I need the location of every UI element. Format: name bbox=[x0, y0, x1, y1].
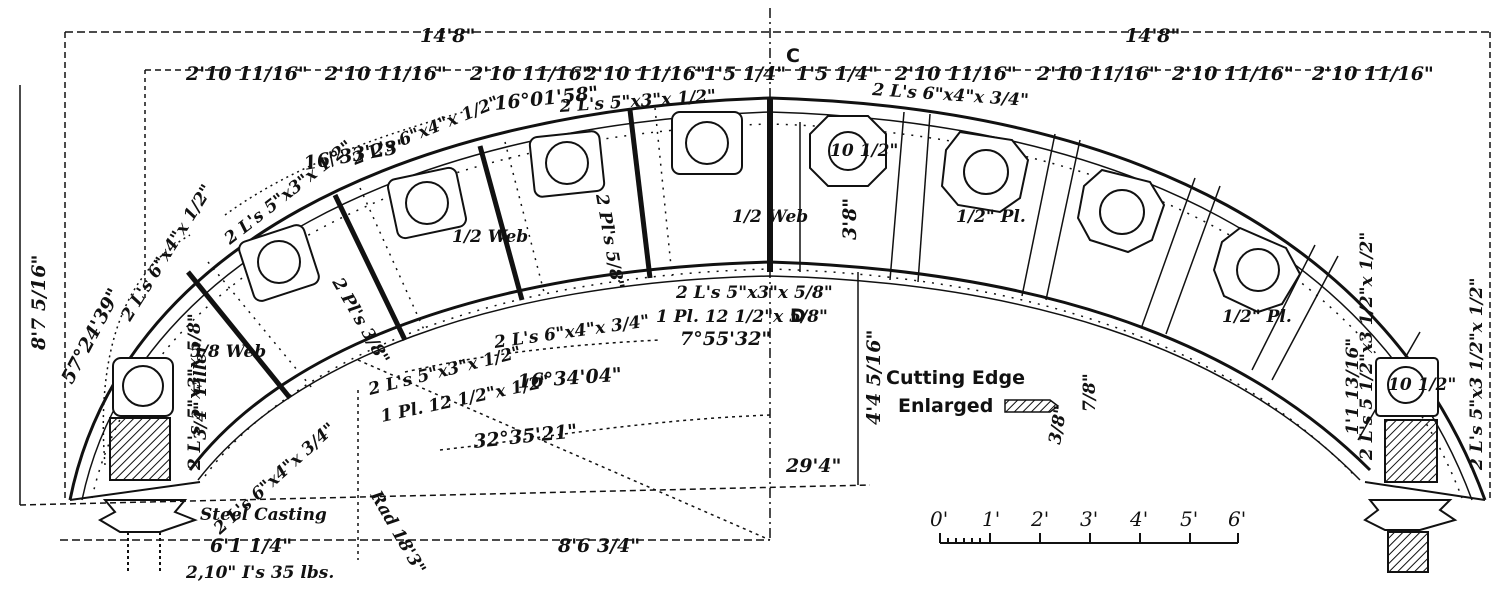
steel-casting-label: Steel Casting bbox=[200, 505, 327, 525]
dim-panel-e: 1'5 1/4" bbox=[704, 63, 786, 85]
stiffeners bbox=[186, 98, 1421, 441]
cutting-edge-detail bbox=[1004, 399, 1060, 413]
angle-32-35: 32°35'21" bbox=[472, 420, 578, 453]
scale-tick-1: 1' bbox=[982, 507, 1000, 531]
scale-tick-5: 5' bbox=[1180, 507, 1198, 531]
dim-depth: 3'8" bbox=[839, 198, 861, 240]
dim-panel-b: 2'10 11/16" bbox=[324, 63, 447, 85]
cut-dim-a: 7/8" bbox=[1080, 373, 1100, 412]
bearings bbox=[97, 417, 1458, 573]
member-14: 2 L's 5 1/2"x3 1/2"x 1/2" bbox=[1357, 232, 1377, 461]
dim-panel-j: 2'10 11/16" bbox=[1311, 63, 1434, 85]
plate-label-a: 1/2" Pl. bbox=[956, 207, 1026, 227]
plate-label-b: 1/2" Pl. bbox=[1222, 307, 1292, 327]
member-12: 2 L's 5"x3"x 5/8" bbox=[185, 313, 205, 471]
beams-label: 2,10" I's 35 lbs. bbox=[185, 563, 334, 583]
filler-label: 3/4" Filler bbox=[191, 343, 211, 440]
member-10: 1 Pl. 12 1/2"x 5/8" bbox=[656, 307, 828, 327]
scale-tick-2: 2' bbox=[1030, 507, 1049, 531]
octagon-plates-right bbox=[809, 115, 1439, 417]
dimension-lines bbox=[19, 8, 1491, 560]
dim-half-span-left: 14'8" bbox=[420, 25, 475, 47]
web-label-a: 1/2 Web bbox=[452, 227, 528, 247]
point-d: D bbox=[790, 305, 806, 327]
splice-plates-left bbox=[112, 111, 743, 417]
circle-label-b: 10 1/2" bbox=[1388, 375, 1456, 395]
dim-base-right: 8'6 3/4" bbox=[557, 535, 640, 557]
radius-label: Rad 18'3" bbox=[365, 487, 429, 578]
scale-labels: 0' 1' 2' 3' 4' 5' 6' bbox=[930, 507, 1246, 531]
member-9: 2 L's 5"x3"x 5/8" bbox=[675, 283, 833, 303]
web-label-b: 1/2 Web bbox=[732, 207, 808, 227]
small-dim-label: 1'1 13/16" bbox=[1343, 338, 1363, 435]
dim-half-span-right: 14'8" bbox=[1125, 25, 1180, 47]
dim-panel-c: 2'10 11/16" bbox=[469, 63, 592, 85]
scale-tick-4: 4' bbox=[1129, 507, 1148, 531]
cutting-edge-line2: Enlarged bbox=[898, 395, 993, 417]
dim-rise: 4'4 5/16" bbox=[863, 330, 885, 425]
angle-7-55: 7°55'32" bbox=[680, 328, 771, 350]
point-c: C bbox=[786, 45, 800, 67]
scale-bar bbox=[939, 533, 1239, 544]
dim-panel-i: 2'10 11/16" bbox=[1171, 63, 1294, 85]
dim-base-left: 6'1 1/4" bbox=[210, 535, 292, 557]
member-13: 2 L's 5"x3 1/2"x 1/2" bbox=[1467, 278, 1487, 471]
dim-panel-h: 2'10 11/16" bbox=[1036, 63, 1159, 85]
dim-panel-g: 2'10 11/16" bbox=[894, 63, 1017, 85]
cutting-edge-line1: Cutting Edge bbox=[886, 367, 1025, 389]
dim-panel-a: 2'10 11/16" bbox=[185, 63, 308, 85]
scale-tick-0: 0' bbox=[930, 507, 948, 531]
circle-label-a: 10 1/2" bbox=[830, 141, 898, 161]
dim-panel-f: 1'5 1/4" bbox=[796, 63, 878, 85]
dim-chord: 29'4" bbox=[785, 455, 841, 477]
web-label-58: 5/8 Web bbox=[190, 342, 266, 362]
scale-tick-6: 6' bbox=[1228, 507, 1246, 531]
dimension-text: 14'8" 14'8" 2'10 11/16" 2'10 11/16" 2'10… bbox=[28, 25, 1434, 557]
member-3: 2 L's 6"x4"x 1/2" bbox=[348, 92, 502, 170]
member-1: 2 L's 6"x4"x 1/2" bbox=[117, 181, 218, 325]
scale-tick-3: 3' bbox=[1080, 507, 1098, 531]
dim-panel-d: 2'10 11/16" bbox=[583, 63, 706, 85]
dim-height: 8'7 5/16" bbox=[28, 255, 50, 351]
